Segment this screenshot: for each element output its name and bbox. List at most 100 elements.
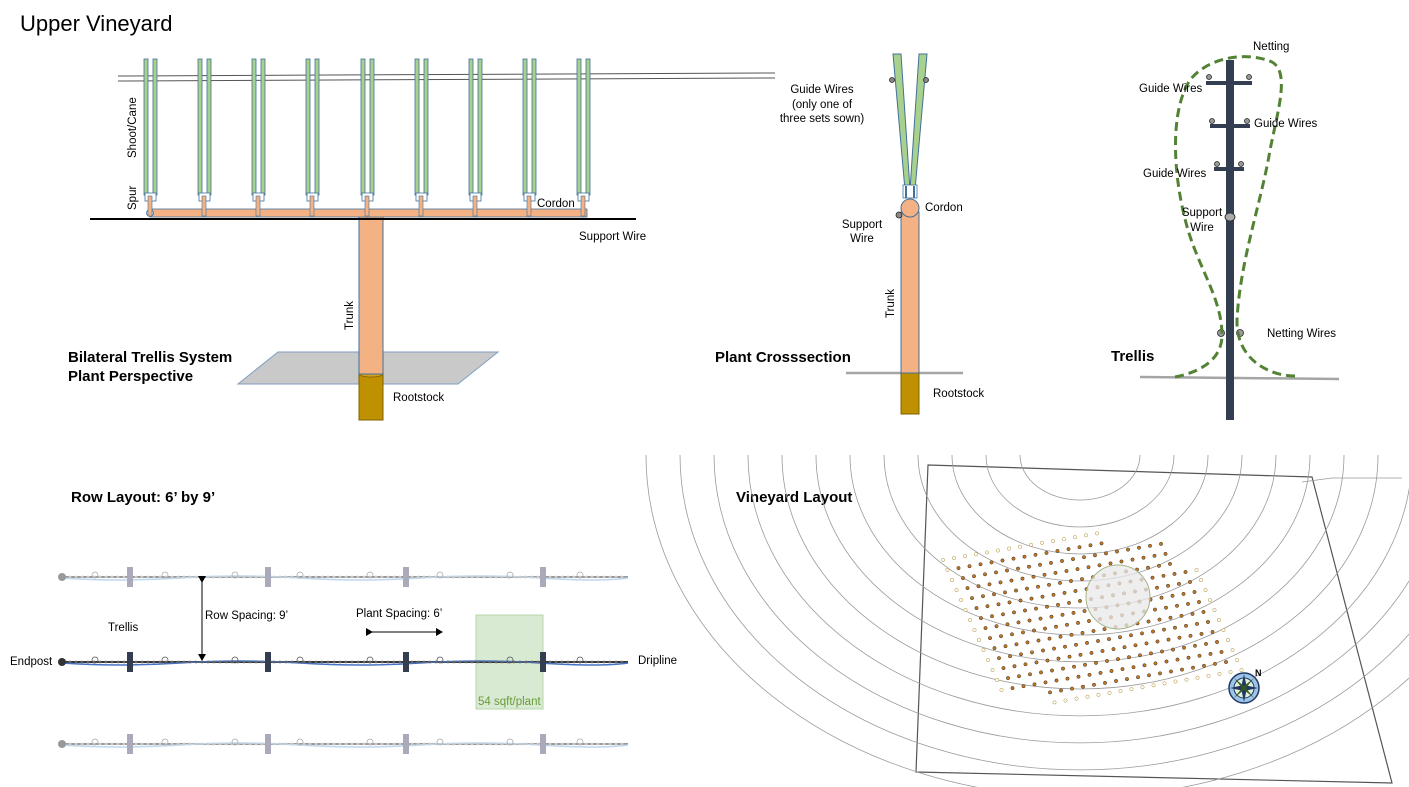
vine-node [548,742,552,746]
vine-node [500,575,504,579]
vine-marker [1202,663,1206,668]
rootstock-label: Rootstock [393,392,444,404]
vine-marker [1014,642,1019,647]
vine-node [602,660,606,664]
vine-marker [1155,639,1160,644]
vine-node [206,742,210,746]
vine-node [254,660,258,664]
vine-marker [1103,680,1107,685]
vine-node [482,660,486,664]
vine-marker [1118,689,1123,693]
spur-label: Spur [127,186,139,210]
vine-marker [1159,595,1164,600]
vine-marker [1069,632,1074,637]
vine-node [608,660,612,664]
vine-node [122,660,126,664]
vine-node [200,660,204,664]
vine-node [278,742,282,746]
contour-line [781,454,1379,690]
shoot-cane [206,58,212,196]
vine-node [104,660,108,664]
vine-marker [1140,631,1144,636]
vine-node [332,660,336,664]
vine-node [530,742,534,746]
vine-node [194,660,198,664]
vine-node [536,660,540,664]
shoot-cane [531,58,537,196]
trellis-post [403,734,409,754]
plant-spacing-label: Plant Spacing: 6’ [356,608,442,620]
vine-marker [1000,558,1005,563]
vine-node [572,575,576,579]
vine-marker [1012,610,1016,615]
vine-node [410,660,414,664]
vine-marker [1063,644,1067,649]
vine-node [308,742,312,746]
vine-marker [1007,546,1011,551]
vine-marker [1215,640,1219,644]
cs-guide-wires-label-2: (only one of [792,99,853,111]
vine-marker [1083,662,1087,667]
vine-marker [1142,663,1147,668]
vine-node [284,660,288,664]
vine-marker [1091,629,1096,633]
vine-node [518,742,522,746]
vine-marker [1008,654,1012,659]
vine-node [122,742,126,746]
plant-perspective-title-1: Bilateral Trellis System [68,349,232,366]
vine-node [476,575,480,579]
vine-node [272,575,276,579]
trellis-post [540,734,546,754]
trellis-post [403,652,409,672]
vine-marker [1170,593,1175,598]
vine-node [482,742,486,746]
trellis-post [540,652,546,672]
vine-plant [506,571,514,579]
compass-icon [1228,672,1260,704]
vine-node [224,575,228,579]
vine-node [386,575,390,579]
vine-marker [1129,633,1133,638]
vine-node [212,575,216,579]
vine-node [614,742,618,746]
vine-marker [1029,542,1033,547]
vine-marker [1038,562,1042,567]
vine-marker [1072,664,1076,669]
vine-node [188,660,192,664]
vine-node [116,575,120,579]
vine-node [188,742,192,746]
vine-node [590,575,594,579]
vine-marker [1217,671,1222,676]
vine-plant [576,656,584,664]
vine-node [536,742,540,746]
vine-node [602,742,606,746]
vine-marker [1153,661,1158,666]
vine-marker [1023,662,1028,667]
vine-marker [994,570,998,575]
vine-node [620,575,624,579]
vine-marker [1221,628,1226,633]
vine-marker [1133,643,1138,648]
vine-node [338,575,342,579]
endpost-label: Endpost [10,656,53,668]
vine-marker [1173,625,1177,630]
endpost [58,740,66,748]
vine-marker [1080,630,1085,635]
vine-marker [1062,590,1067,595]
vine-marker [1075,567,1080,572]
vine-marker [1065,622,1069,627]
vine-node [302,660,306,664]
vine-node [380,660,384,664]
vine-marker [976,584,981,589]
vine-node [350,742,354,746]
cs-support-wire [895,211,903,219]
area-label: 54 sqft/plant [478,696,541,708]
vine-node [308,660,312,664]
shoot-cane [468,58,474,196]
vine-node [230,660,234,664]
vine-node [518,660,522,664]
vine-node [596,575,600,579]
vine-node [326,660,330,664]
shoot-cane [314,58,320,196]
vine-node [176,575,180,579]
